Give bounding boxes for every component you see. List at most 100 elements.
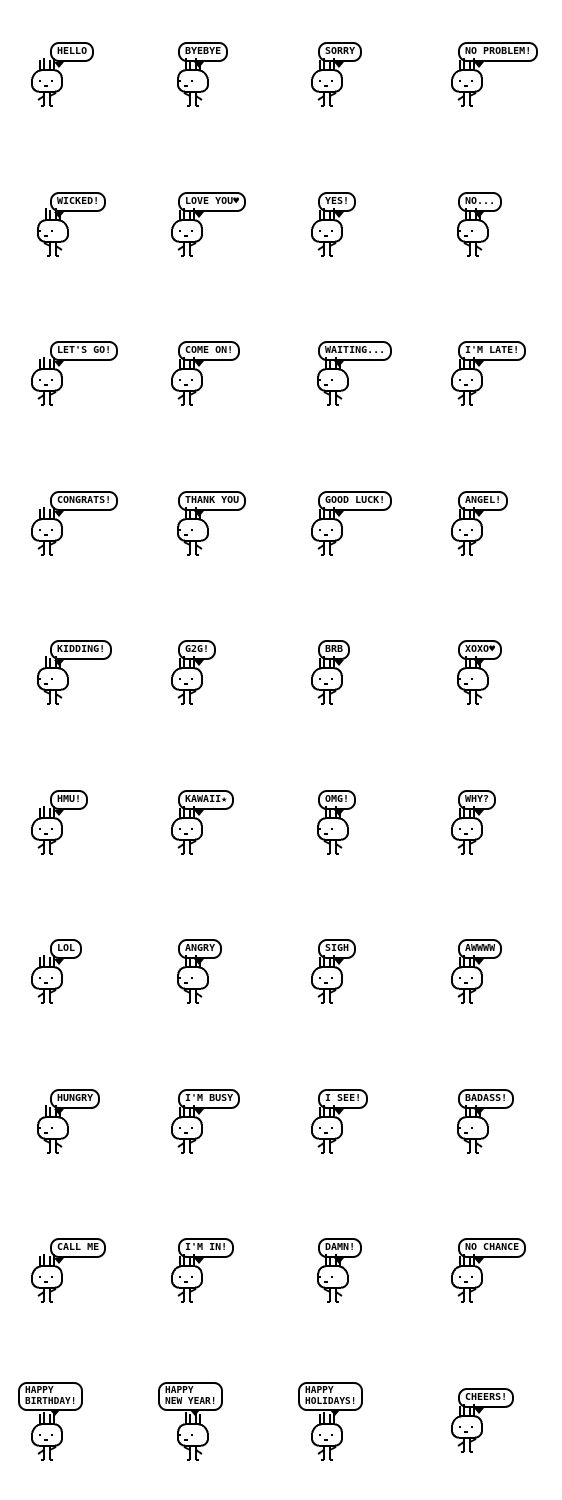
sticker[interactable]: LET'S GO! — [10, 299, 150, 449]
bunny-icon — [162, 654, 218, 718]
speech-bubble: LET'S GO! — [50, 341, 119, 361]
sticker[interactable]: CHEERS! — [430, 1346, 562, 1496]
bunny-figure — [171, 805, 203, 855]
sticker[interactable]: NO... — [430, 150, 562, 300]
sticker[interactable]: HAPPY BIRTHDAY! — [10, 1346, 150, 1496]
speech-bubble: NO CHANCE — [458, 1238, 527, 1258]
bunny-icon — [442, 56, 498, 120]
speech-bubble: KIDDING! — [50, 640, 113, 660]
sticker[interactable]: BRB — [290, 598, 430, 748]
bunny-figure — [311, 1411, 343, 1461]
speech-bubble-tail — [474, 510, 484, 517]
sticker[interactable]: AWWWW — [430, 897, 562, 1047]
sticker[interactable]: OMG! — [290, 748, 430, 898]
speech-bubble-tail — [194, 1258, 204, 1264]
sticker[interactable]: WHY? — [430, 748, 562, 898]
sticker[interactable]: BADASS! — [430, 1047, 562, 1197]
bunny-figure — [177, 955, 209, 1004]
bunny-figure — [311, 207, 343, 257]
sticker[interactable]: I'M LATE! — [430, 299, 562, 449]
bunny-icon — [302, 1252, 358, 1316]
bunny-icon — [162, 1252, 218, 1316]
sticker[interactable]: KIDDING! — [10, 598, 150, 748]
speech-bubble-tail — [334, 1108, 344, 1115]
speech-bubble-tail — [54, 1258, 64, 1264]
sticker[interactable]: HAPPY NEW YEAR! — [150, 1346, 290, 1496]
sticker[interactable]: WAITING... — [290, 299, 430, 449]
sticker[interactable]: CALL ME — [10, 1196, 150, 1346]
sticker[interactable]: I SEE! — [290, 1047, 430, 1197]
sticker[interactable]: ANGEL! — [430, 449, 562, 599]
sticker[interactable]: THANK YOU — [150, 449, 290, 599]
sticker[interactable]: WICKED! — [10, 150, 150, 300]
bunny-figure — [311, 58, 343, 107]
speech-bubble-tail — [194, 809, 204, 816]
speech-bubble: I'M BUSY — [178, 1088, 241, 1109]
sticker[interactable]: YES! — [290, 150, 430, 300]
bunny-icon — [22, 654, 78, 718]
sticker[interactable]: DAMN! — [290, 1196, 430, 1346]
bunny-icon — [162, 1103, 218, 1167]
speech-bubble: NO PROBLEM! — [458, 42, 539, 62]
bunny-figure — [177, 506, 209, 556]
sticker[interactable]: GOOD LUCK! — [290, 449, 430, 599]
bunny-icon — [442, 355, 498, 419]
bunny-icon — [302, 1103, 358, 1167]
speech-bubble-tail — [54, 809, 64, 816]
speech-bubble: KAWAII★ — [178, 789, 235, 810]
speech-bubble: ANGEL! — [458, 490, 509, 511]
sticker[interactable]: ANGRY — [150, 897, 290, 1047]
sticker[interactable]: HUNGRY — [10, 1047, 150, 1197]
sticker[interactable]: G2G! — [150, 598, 290, 748]
bunny-icon — [302, 505, 358, 569]
sticker[interactable]: CONGRATS! — [10, 449, 150, 599]
speech-bubble-tail — [54, 361, 64, 367]
bunny-figure — [171, 207, 203, 257]
bunny-figure — [171, 1254, 203, 1303]
bunny-icon — [302, 654, 358, 718]
bunny-icon — [22, 804, 78, 868]
speech-bubble: HMU! — [50, 789, 89, 810]
sticker[interactable]: NO PROBLEM! — [430, 0, 562, 150]
bunny-figure — [31, 1254, 63, 1303]
bunny-icon — [22, 1252, 78, 1316]
speech-bubble: SIGH — [318, 939, 357, 959]
bunny-figure — [31, 1411, 63, 1461]
speech-bubble-tail — [334, 62, 344, 68]
sticker[interactable]: KAWAII★ — [150, 748, 290, 898]
bunny-icon — [22, 56, 78, 120]
sticker[interactable]: I'M BUSY — [150, 1047, 290, 1197]
bunny-icon — [442, 804, 498, 868]
speech-bubble: CALL ME — [50, 1238, 107, 1258]
sticker[interactable]: HELLO — [10, 0, 150, 150]
speech-bubble: CHEERS! — [458, 1387, 515, 1408]
bunny-icon — [22, 355, 78, 419]
speech-bubble-tail — [474, 62, 484, 68]
speech-bubble: THANK YOU — [178, 490, 247, 511]
bunny-figure — [317, 805, 349, 855]
sticker[interactable]: SORRY — [290, 0, 430, 150]
speech-bubble: I SEE! — [318, 1088, 369, 1109]
speech-bubble-tail — [194, 361, 204, 367]
sticker[interactable]: HAPPY HOLIDAYS! — [290, 1346, 430, 1496]
sticker[interactable]: COME ON! — [150, 299, 290, 449]
speech-bubble: WHY? — [458, 789, 497, 810]
speech-bubble-tail — [334, 660, 344, 666]
bunny-icon — [162, 505, 218, 569]
sticker[interactable]: LOL — [10, 897, 150, 1047]
sticker[interactable]: NO CHANCE — [430, 1196, 562, 1346]
sticker[interactable]: SIGH — [290, 897, 430, 1047]
bunny-icon — [302, 804, 358, 868]
bunny-figure — [451, 955, 483, 1004]
bunny-icon — [442, 206, 498, 270]
bunny-figure — [311, 656, 343, 705]
sticker[interactable]: HMU! — [10, 748, 150, 898]
speech-bubble: I'M IN! — [178, 1238, 235, 1258]
sticker[interactable]: I'M IN! — [150, 1196, 290, 1346]
bunny-figure — [31, 506, 63, 556]
sticker[interactable]: XOXO♥ — [430, 598, 562, 748]
speech-bubble-tail — [194, 1108, 204, 1115]
sticker[interactable]: BYEBYE — [150, 0, 290, 150]
sticker[interactable]: LOVE YOU♥ — [150, 150, 290, 300]
bunny-icon — [22, 206, 78, 270]
